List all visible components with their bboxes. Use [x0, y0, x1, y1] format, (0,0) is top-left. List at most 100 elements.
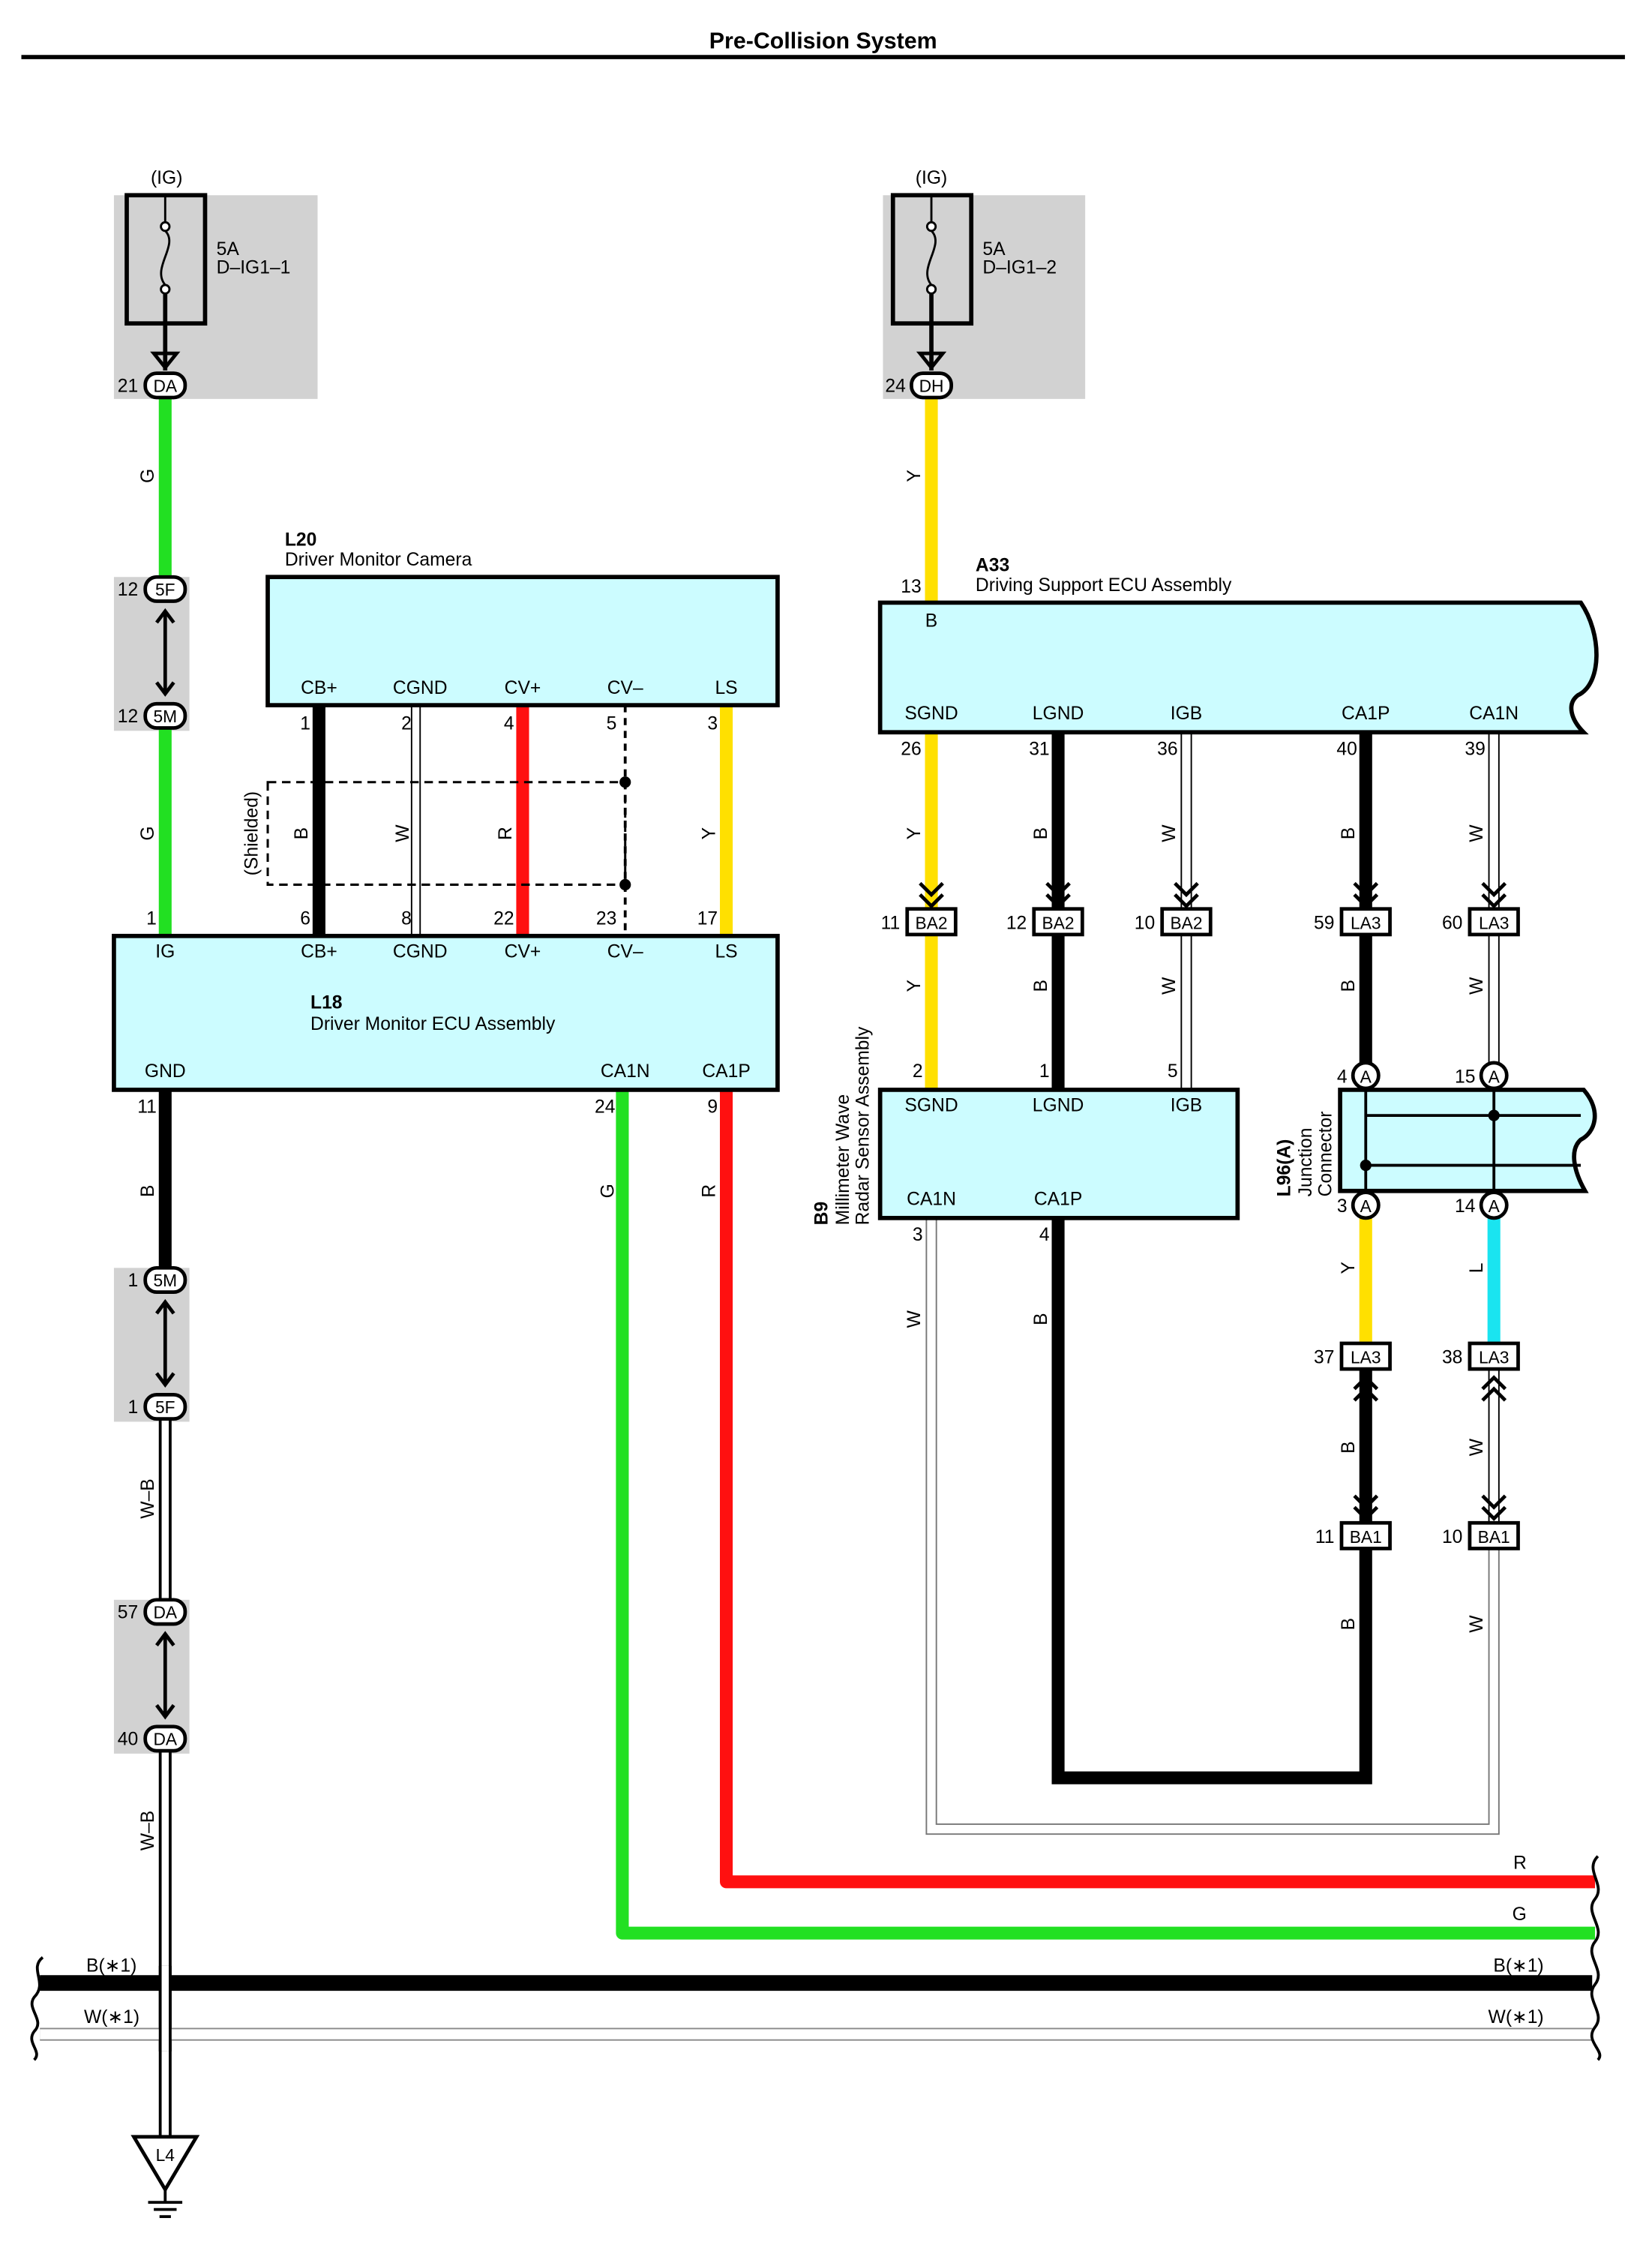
component-code: L20	[285, 530, 317, 550]
fuse-amp-label: 5A	[982, 239, 1006, 260]
svg-text:38: 38	[1442, 1348, 1462, 1368]
svg-text:W–B: W–B	[138, 1478, 158, 1518]
svg-text:5: 5	[1168, 1061, 1178, 1082]
connector-ba1-11: BA1	[1339, 1494, 1392, 1550]
component-name: Junction	[1296, 1127, 1316, 1196]
pin-label: SGND	[904, 704, 958, 724]
svg-text:W: W	[1467, 1438, 1487, 1456]
connector-dh-24: DH	[910, 351, 953, 400]
svg-text:LA3: LA3	[1479, 1348, 1510, 1367]
bus-break-right	[1590, 1855, 1602, 2061]
pin-label: B	[925, 611, 937, 632]
component-name: Driver Monitor Camera	[285, 550, 472, 570]
svg-text:W: W	[904, 1310, 925, 1328]
component-name: Radar Sensor Assembly	[853, 1026, 873, 1225]
svg-text:4: 4	[1337, 1067, 1348, 1087]
component-l18: IG CB+ CGND CV+ CV– LS L18 Driver Monito…	[112, 933, 780, 1092]
svg-text:6: 6	[300, 909, 310, 929]
svg-text:W: W	[1159, 977, 1180, 995]
connector-da-da: DA DA	[143, 1598, 187, 1753]
shielded-label: (Shielded)	[242, 791, 262, 875]
connector-a-15: A	[1479, 1061, 1509, 1091]
pin-label: CV+	[505, 941, 541, 962]
component-name: Driver Monitor ECU Assembly	[310, 1014, 556, 1034]
bus-label-w-left: W(∗1)	[84, 2007, 139, 2027]
svg-text:2: 2	[401, 713, 412, 734]
svg-text:57: 57	[118, 1603, 138, 1623]
pin-label: CGND	[393, 678, 448, 698]
svg-text:G: G	[138, 469, 158, 483]
svg-text:11: 11	[1315, 1527, 1335, 1547]
svg-text:22: 22	[493, 909, 514, 929]
svg-text:39: 39	[1465, 740, 1485, 760]
svg-text:3: 3	[1337, 1196, 1348, 1217]
svg-text:31: 31	[1029, 740, 1049, 760]
pin-label: CA1N	[601, 1061, 650, 1082]
svg-text:1: 1	[300, 713, 310, 734]
component-code: A33	[976, 556, 1009, 576]
svg-text:R: R	[699, 1184, 719, 1198]
svg-text:3: 3	[913, 1225, 923, 1245]
pin-label: SGND	[904, 1095, 958, 1115]
component-name: Driving Support ECU Assembly	[976, 575, 1232, 596]
pin-label: IG	[155, 941, 175, 962]
svg-text:B: B	[1031, 1313, 1051, 1325]
svg-text:W: W	[1467, 824, 1487, 842]
svg-text:BA1: BA1	[1478, 1527, 1510, 1547]
svg-text:5F: 5F	[155, 580, 175, 599]
pin-label: CV+	[505, 678, 541, 698]
svg-text:A: A	[1489, 1196, 1501, 1216]
wire-r-ca1p	[720, 1089, 1596, 1889]
wire-g-ca1n	[616, 1089, 1596, 1940]
svg-text:11: 11	[137, 1097, 157, 1117]
connector-la3-38: LA3	[1468, 1341, 1520, 1402]
svg-text:Y: Y	[904, 470, 925, 482]
svg-text:3: 3	[707, 713, 718, 734]
pin-label: IGB	[1171, 704, 1203, 724]
bus-label-w-right: W(∗1)	[1489, 2007, 1544, 2027]
ground-l4: L4	[130, 2135, 200, 2219]
svg-text:BA2: BA2	[1170, 913, 1202, 932]
svg-text:37: 37	[1314, 1348, 1334, 1368]
connector-la3-60: LA3	[1468, 881, 1520, 937]
bus-label-r: R	[1513, 1853, 1527, 1874]
pin-numbers: 21 24 12 12 13 1 2 4 5 3 1 6 8 22 23 17 …	[118, 376, 1486, 1749]
connector-ba2-10: BA2	[1160, 881, 1213, 937]
fuse-name-label: D–IG1–1	[217, 258, 291, 278]
component-l96: L96(A) Junction Connector	[1275, 1088, 1597, 1196]
svg-text:9: 9	[707, 1097, 718, 1117]
component-code: L18	[310, 993, 343, 1013]
svg-text:2: 2	[913, 1061, 923, 1082]
pin-label: CA1P	[1342, 704, 1390, 724]
pin-label: LGND	[1033, 1095, 1084, 1115]
svg-text:DA: DA	[153, 1730, 177, 1749]
svg-text:59: 59	[1314, 913, 1334, 933]
pin-label: IGB	[1171, 1095, 1203, 1115]
pin-label: CA1P	[702, 1061, 750, 1082]
svg-text:4: 4	[1039, 1225, 1050, 1245]
svg-text:Y: Y	[1339, 1262, 1359, 1274]
svg-text:DA: DA	[153, 1603, 177, 1622]
svg-text:1: 1	[146, 909, 157, 929]
svg-text:DA: DA	[153, 376, 177, 395]
shield-node	[619, 776, 631, 788]
pin-label: CA1N	[907, 1190, 956, 1210]
pin-label: CB+	[301, 941, 337, 962]
svg-text:W: W	[1467, 1615, 1487, 1633]
component-a33: A33 Driving Support ECU Assembly B SGND …	[877, 556, 1599, 735]
svg-text:60: 60	[1442, 913, 1462, 933]
svg-text:5M: 5M	[153, 1271, 177, 1290]
wire-w-ca1n-loop	[925, 1217, 1500, 1835]
svg-text:LA3: LA3	[1351, 913, 1381, 932]
bus-break-left	[30, 1956, 44, 2061]
fuse-amp-label: 5A	[217, 239, 240, 260]
connector-da-21: DA	[143, 351, 187, 400]
connector-la3-59: LA3	[1339, 881, 1392, 937]
connector-a-14: A	[1479, 1190, 1509, 1220]
shield-node	[619, 878, 631, 891]
svg-text:LA3: LA3	[1351, 1348, 1381, 1367]
svg-text:G: G	[138, 826, 158, 840]
svg-text:W: W	[393, 824, 413, 842]
connector-ba2-12: BA2	[1032, 881, 1084, 937]
